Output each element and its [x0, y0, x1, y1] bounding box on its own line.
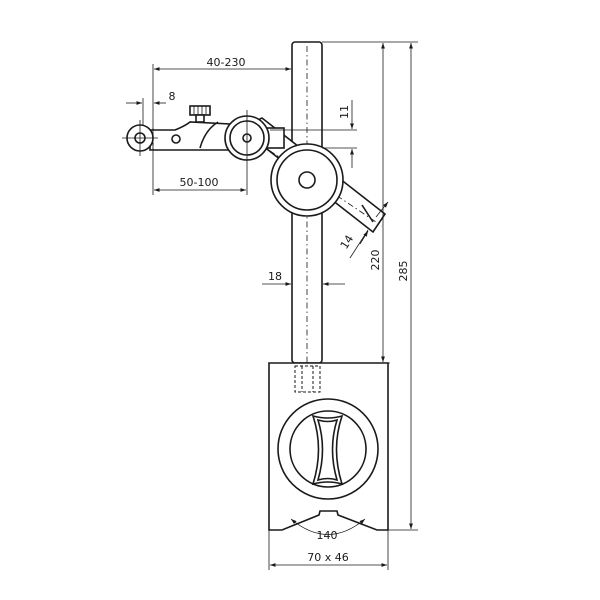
main-clamp — [270, 143, 344, 217]
dim-base-size: 70 x 46 — [307, 551, 349, 564]
switch-ring — [277, 398, 379, 500]
magnetic-base — [268, 362, 389, 531]
dimensions — [126, 41, 418, 570]
dim-column-height: 220 — [369, 250, 382, 271]
column — [291, 41, 323, 395]
dim-reach: 40-230 — [207, 56, 246, 69]
switch-knob — [311, 414, 344, 486]
dimension-labels: 40-230 8 50-100 11 14 18 220 285 140 70 … — [169, 56, 411, 564]
dim-arm-length: 50-100 — [180, 176, 219, 189]
dim-prism-angle: 140 — [317, 529, 338, 542]
dim-column-rod: 18 — [268, 270, 282, 283]
knurled-screw — [189, 105, 211, 116]
fine-clamp — [224, 110, 270, 195]
dim-arm-rod: 14 — [338, 233, 356, 252]
dim-tip-offset: 8 — [169, 90, 176, 103]
dim-clamp-offset: 11 — [338, 105, 351, 119]
dim-total-height: 285 — [397, 261, 410, 282]
